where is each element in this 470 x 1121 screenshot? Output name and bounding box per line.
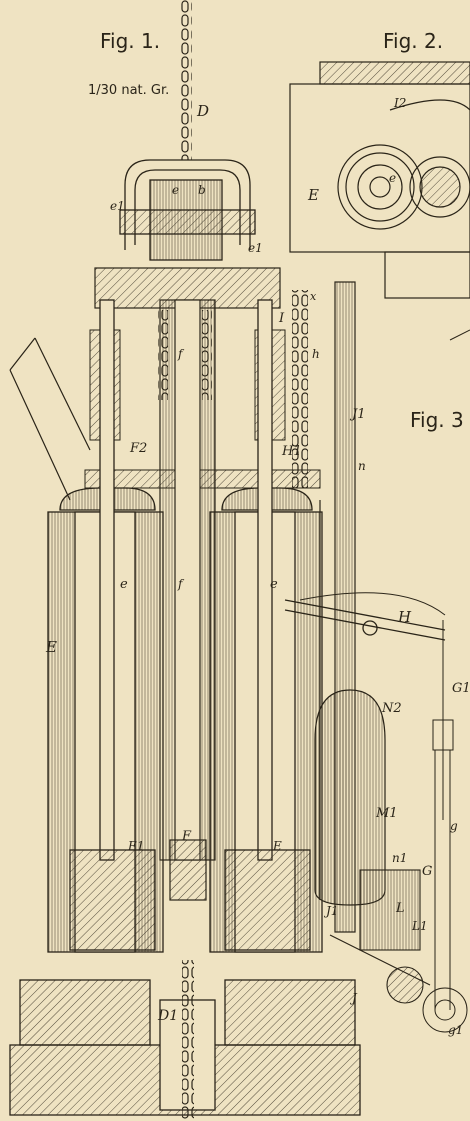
label-N2: N2 <box>381 701 402 716</box>
label-G1: G1 <box>452 681 470 696</box>
label-F2: F2 <box>129 441 147 456</box>
fig3-caption: Fig. 3 <box>410 408 464 432</box>
label-D: D <box>196 102 209 120</box>
label-L1: L1 <box>411 919 428 933</box>
side-chain-right <box>202 310 212 400</box>
label-M1: M1 <box>375 806 398 821</box>
crosshead-yoke <box>119 159 256 261</box>
right-cylinder <box>209 299 323 953</box>
label-e-top: e <box>172 183 179 197</box>
side-chain-left <box>158 310 168 400</box>
label-I2: I2 <box>393 96 406 110</box>
label-E1-left: E1 <box>127 839 144 853</box>
valve-gear <box>329 869 431 1004</box>
fig2-caption: Fig. 2. <box>383 29 443 53</box>
label-E-main: E <box>45 638 57 656</box>
label-H: H <box>397 608 412 626</box>
chain-h <box>292 290 308 490</box>
label-n1: n1 <box>392 851 407 865</box>
label-b: b <box>198 183 206 197</box>
label-e1-right: e1 <box>248 241 263 255</box>
scale-caption: 1/30 nat. Gr. <box>88 83 169 98</box>
left-strut <box>9 337 91 501</box>
label-L: L <box>395 901 405 916</box>
label-n: n <box>358 459 366 473</box>
label-g: g <box>450 819 458 833</box>
label-J1-low: J1 <box>323 904 338 918</box>
label-h: h <box>312 347 320 361</box>
fig1-caption: Fig. 1. <box>100 29 160 53</box>
label-F-upper: f <box>177 347 185 361</box>
label-e-right: e <box>270 577 278 592</box>
lift-chain-bottom <box>182 960 194 1120</box>
label-I: I <box>278 311 285 326</box>
label-x: x <box>310 290 317 303</box>
label-H1: H1 <box>281 444 302 459</box>
label-g1: g1 <box>448 1023 463 1037</box>
label-E-fig2: E <box>307 186 319 204</box>
label-f-mid: f <box>177 577 185 591</box>
fig2-drawing <box>289 61 470 299</box>
label-e-fig2: e <box>389 171 396 185</box>
lever-h <box>284 599 446 641</box>
label-J1-top: J1 <box>349 407 365 422</box>
left-cylinder <box>47 299 164 953</box>
label-J: J <box>349 991 358 1005</box>
label-G: G <box>422 864 432 879</box>
label-E-right: E <box>272 839 282 853</box>
tank-m1 <box>314 689 386 906</box>
label-D1: D1 <box>157 1008 178 1024</box>
lift-chain-top <box>180 0 192 160</box>
label-e1-left: e1 <box>110 199 125 213</box>
label-e-left: e <box>120 577 128 592</box>
label-F: F <box>181 829 192 844</box>
